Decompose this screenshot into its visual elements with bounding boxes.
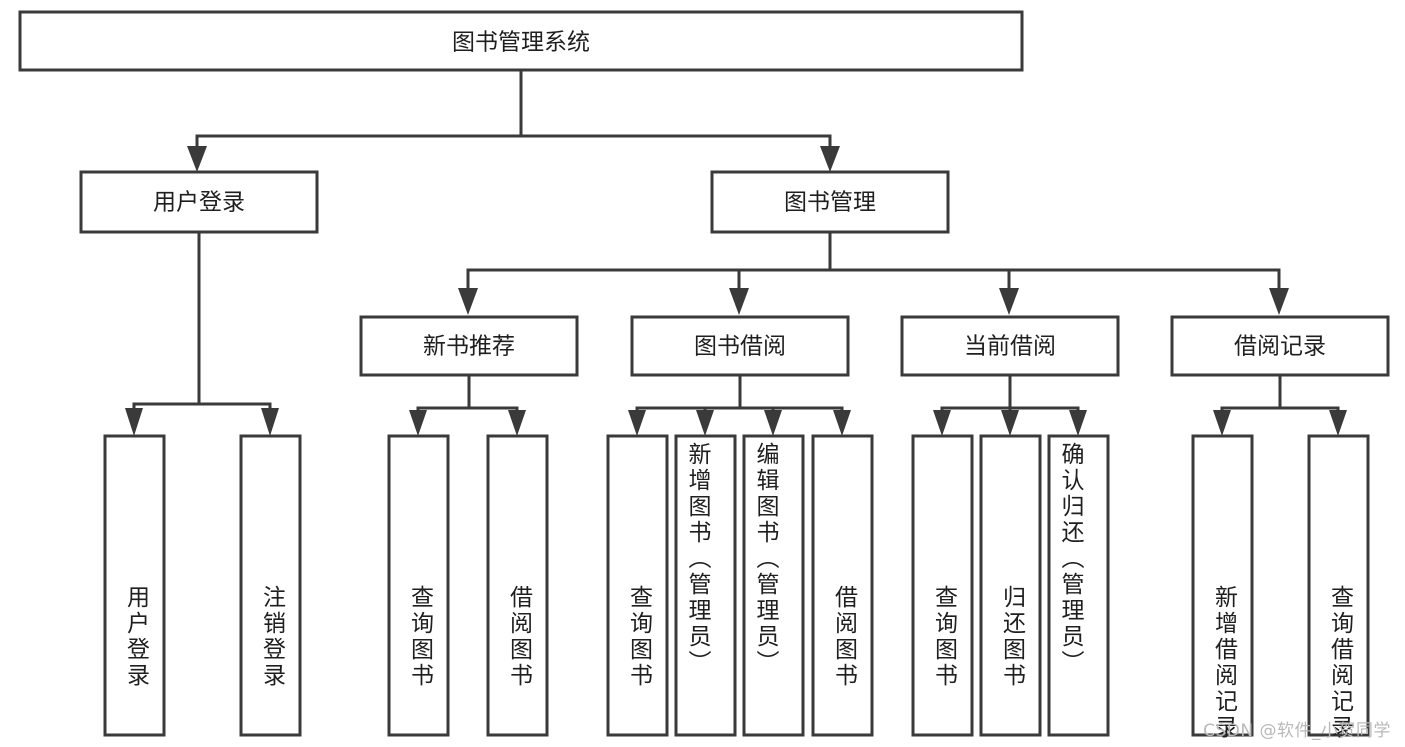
node-user-login[interactable]: 用户登录 (79, 170, 319, 234)
node-new-book-recommend[interactable]: 新书推荐 (359, 315, 579, 377)
leaf-label: 新增图书（管理员） (684, 442, 712, 676)
leaf-current-borrow-2[interactable]: 确认归还（管理员） (1047, 434, 1110, 737)
current-borrow-label: 当前借阅 (964, 334, 1056, 360)
arrow-ul-leaf-1 (261, 408, 279, 436)
arrow-nbr-1 (508, 410, 526, 436)
arrow-nbr-0 (409, 410, 427, 436)
leaf-current-borrow-0[interactable]: 查询图书 (911, 434, 974, 737)
leaf-new-book-1[interactable]: 借阅图书 (486, 434, 549, 737)
root-box (18, 10, 1024, 72)
leaf-user-login-1[interactable]: 注销登录 (239, 434, 302, 737)
borrow-record-box (1170, 315, 1390, 377)
leaf-book-borrow-0[interactable]: 查询图书 (606, 434, 669, 737)
leaf-label: 借阅图书 (831, 585, 859, 689)
arrow-cb-1 (1001, 410, 1019, 436)
leaf-box (811, 434, 874, 737)
book-borrow-label: 图书借阅 (694, 334, 786, 360)
leaf-label: 用户登录 (123, 585, 151, 689)
arrow-book-mgmt (820, 146, 840, 172)
new-book-recommend-box (359, 315, 579, 377)
leaf-book-borrow-2[interactable]: 编辑图书（管理员） (742, 434, 805, 737)
leaf-box (606, 434, 669, 737)
leaf-label: 查询图书 (626, 585, 654, 689)
leaf-borrow-record-1[interactable]: 查询借阅记录 (1307, 434, 1370, 741)
leaf-label: 查询图书 (931, 585, 959, 689)
book-borrow-box (630, 315, 850, 377)
leaf-box (239, 434, 302, 737)
leaf-label: 借阅图书 (506, 585, 534, 689)
arrow-l3-0 (458, 288, 478, 315)
arrow-user-login (187, 146, 207, 172)
arrow-bb-0 (628, 410, 646, 436)
leaf-label: 查询图书 (407, 585, 435, 689)
leaf-box (1047, 434, 1110, 737)
new-book-recommend-label: 新书推荐 (423, 334, 515, 360)
arrow-br-0 (1213, 410, 1231, 436)
arrow-ul-leaf-0 (125, 408, 143, 436)
leaf-label: 查询借阅记录 (1327, 585, 1355, 741)
node-book-borrow[interactable]: 图书借阅 (630, 315, 850, 377)
borrow-record-label: 借阅记录 (1234, 334, 1326, 360)
arrow-l3-3 (1269, 288, 1289, 315)
leaf-box (1191, 434, 1254, 737)
arrow-bb-1 (696, 410, 714, 436)
leaf-box (674, 434, 737, 737)
user-login-label: 用户登录 (153, 190, 245, 216)
leaf-new-book-0[interactable]: 查询图书 (387, 434, 450, 737)
book-management-label: 图书管理 (784, 190, 876, 216)
leaf-box (103, 434, 166, 737)
root-label: 图书管理系统 (452, 30, 590, 56)
node-borrow-record[interactable]: 借阅记录 (1170, 315, 1390, 377)
arrow-l3-2 (999, 288, 1019, 315)
leaf-book-borrow-1[interactable]: 新增图书（管理员） (674, 434, 737, 737)
arrow-bb-3 (833, 410, 851, 436)
arrow-bb-2 (764, 410, 782, 436)
leaf-label: 归还图书 (999, 585, 1027, 689)
leaf-box (979, 434, 1042, 737)
arrow-cb-0 (933, 410, 951, 436)
leaf-box (387, 434, 450, 737)
leaf-user-login-0[interactable]: 用户登录 (103, 434, 166, 737)
leaf-box (911, 434, 974, 737)
arrow-br-1 (1329, 410, 1347, 436)
leaf-label: 新增借阅记录 (1211, 585, 1239, 741)
leaf-current-borrow-1[interactable]: 归还图书 (979, 434, 1042, 737)
book-management-box (710, 170, 950, 234)
leaf-box (1307, 434, 1370, 737)
arrow-l3-1 (729, 288, 749, 315)
current-borrow-box (900, 315, 1120, 377)
arrow-cb-2 (1069, 410, 1087, 436)
leaf-label: 编辑图书（管理员） (752, 442, 780, 676)
leaf-borrow-record-0[interactable]: 新增借阅记录 (1191, 434, 1254, 741)
node-current-borrow[interactable]: 当前借阅 (900, 315, 1120, 377)
leaf-box (742, 434, 805, 737)
node-book-management[interactable]: 图书管理 (710, 170, 950, 234)
leaf-box (486, 434, 549, 737)
leaf-label: 注销登录 (259, 585, 287, 689)
leaf-label: 确认归还（管理员） (1057, 442, 1085, 676)
node-root[interactable]: 图书管理系统 (18, 10, 1024, 72)
leaf-book-borrow-3[interactable]: 借阅图书 (811, 434, 874, 737)
